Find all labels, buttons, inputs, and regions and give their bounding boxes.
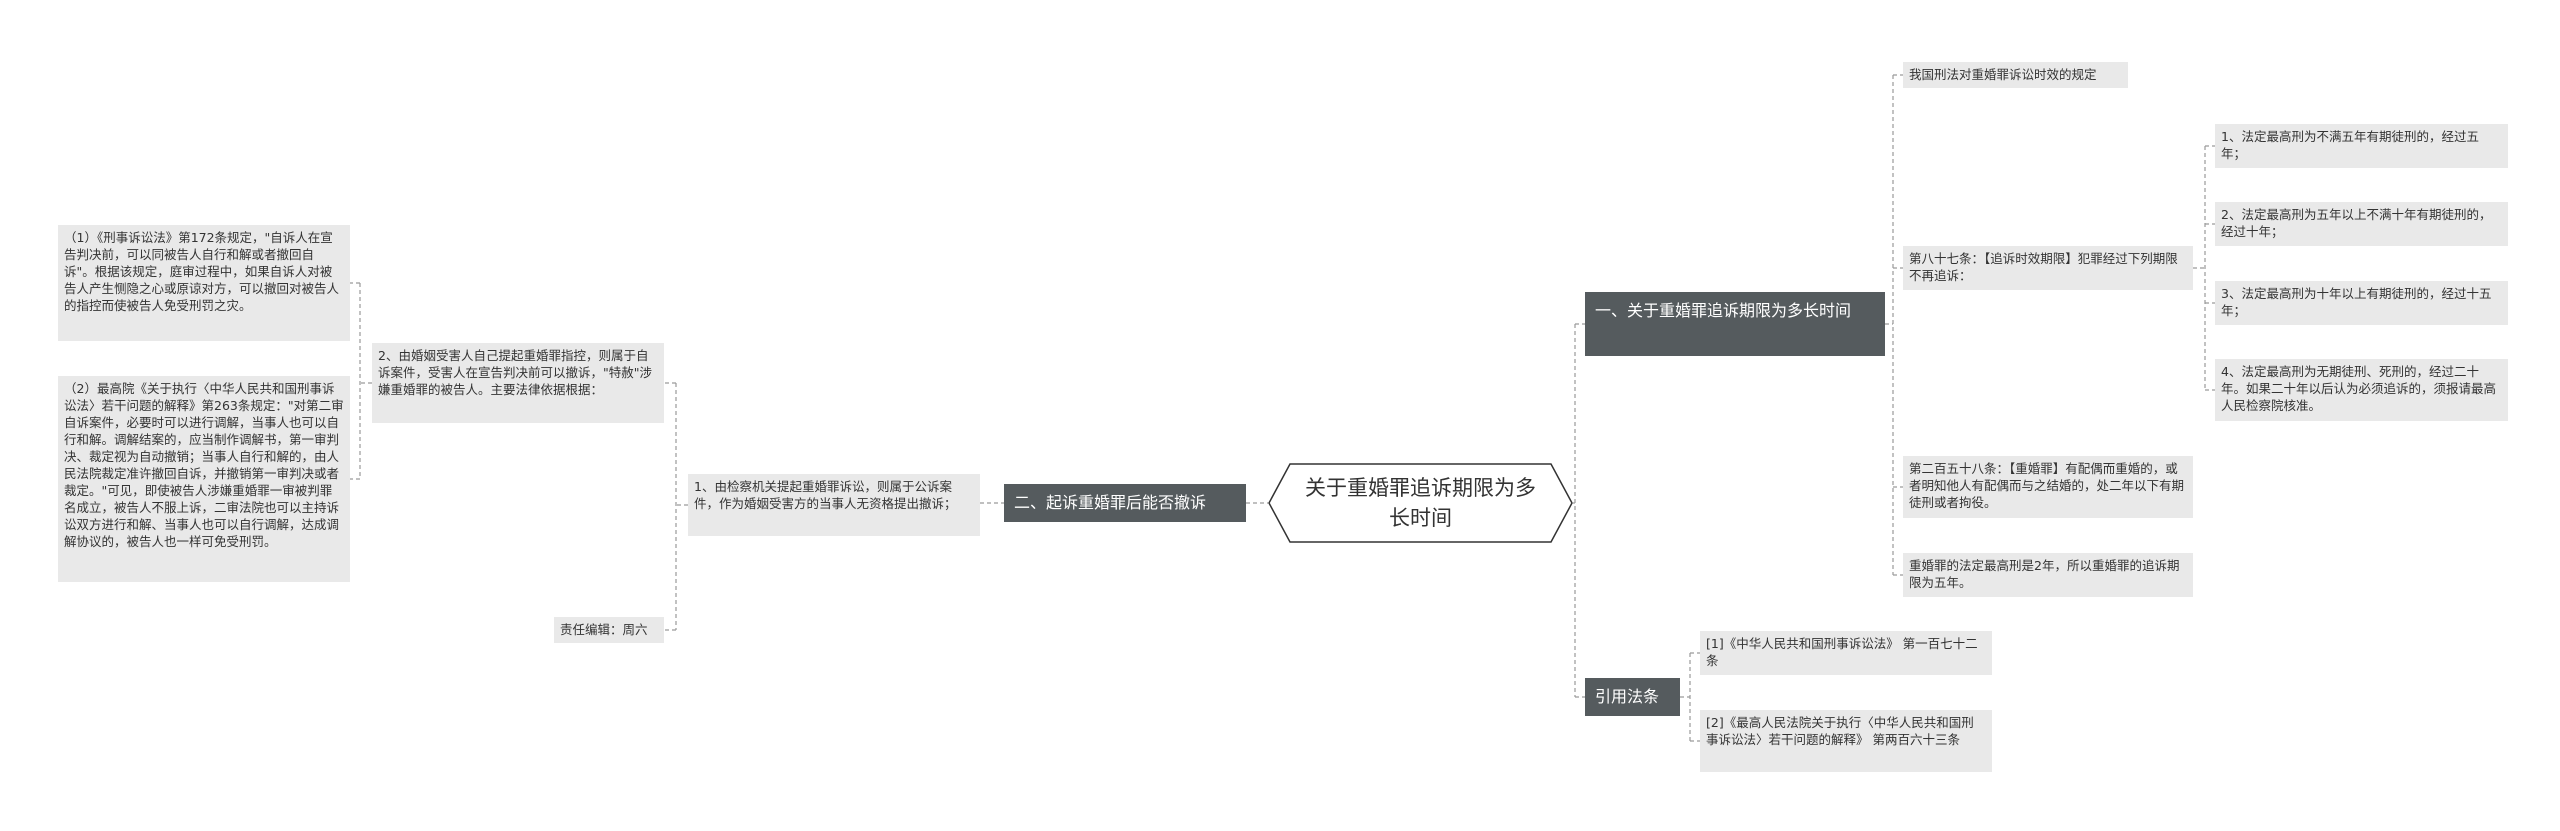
central-topic-shape	[1268, 463, 1573, 543]
branch-statute-of-limitations[interactable]: 一、关于重婚罪追诉期限为多长时间	[1585, 292, 1885, 356]
leaf-cited-law-1[interactable]: [1]《中华人民共和国刑事诉讼法》 第一百七十二条	[1700, 631, 1992, 675]
branch-label: 引用法条	[1595, 687, 1660, 706]
leaf-editor[interactable]: 责任编辑：周六	[554, 617, 664, 643]
leaf-cited-law-2[interactable]: [2]《最高人民法院关于执行〈中华人民共和国刑事诉讼法〉若干问题的解释》 第两百…	[1700, 710, 1992, 772]
branch-label: 二、起诉重婚罪后能否撤诉	[1014, 493, 1207, 512]
leaf-private-prosecution[interactable]: 2、由婚姻受害人自己提起重婚罪指控，则属于自诉案件，受害人在宣告判决前可以撤诉，…	[372, 343, 664, 423]
central-topic-label: 关于重婚罪追诉期限为多长时间	[1305, 476, 1536, 530]
branch-withdraw-lawsuit[interactable]: 二、起诉重婚罪后能否撤诉	[1004, 484, 1246, 522]
central-topic[interactable]: 关于重婚罪追诉期限为多长时间	[1268, 463, 1573, 543]
leaf-public-prosecution[interactable]: 1、由检察机关提起重婚罪诉讼，则属于公诉案件，作为婚姻受害方的当事人无资格提出撤…	[688, 474, 980, 536]
leaf-interpretation-263[interactable]: （2）最高院《关于执行〈中华人民共和国刑事诉讼法〉若干问题的解释》第263条规定…	[58, 376, 350, 582]
branch-label: 一、关于重婚罪追诉期限为多长时间	[1595, 301, 1852, 320]
leaf-article-258[interactable]: 第二百五十八条：【重婚罪】有配偶而重婚的，或者明知他人有配偶而与之结婚的，处二年…	[1903, 456, 2193, 518]
leaf-limit-twenty-years[interactable]: 4、法定最高刑为无期徒刑、死刑的，经过二十年。如果二十年以后认为必须追诉的，须报…	[2215, 359, 2508, 421]
leaf-criminal-procedure-172[interactable]: （1）《刑事诉讼法》第172条规定，"自诉人在宣告判决前，可以同被告人自行和解或…	[58, 225, 350, 341]
branch-cited-laws[interactable]: 引用法条	[1585, 678, 1680, 716]
leaf-criminal-law-rule[interactable]: 我国刑法对重婚罪诉讼时效的规定	[1903, 62, 2128, 88]
leaf-limit-fifteen-years[interactable]: 3、法定最高刑为十年以上有期徒刑的，经过十五年；	[2215, 281, 2508, 325]
leaf-article-87[interactable]: 第八十七条：【追诉时效期限】犯罪经过下列期限不再追诉：	[1903, 246, 2193, 290]
leaf-max-penalty[interactable]: 重婚罪的法定最高刑是2年，所以重婚罪的追诉期限为五年。	[1903, 553, 2193, 597]
leaf-limit-five-years[interactable]: 1、法定最高刑为不满五年有期徒刑的，经过五年；	[2215, 124, 2508, 168]
leaf-limit-ten-years[interactable]: 2、法定最高刑为五年以上不满十年有期徒刑的，经过十年；	[2215, 202, 2508, 246]
